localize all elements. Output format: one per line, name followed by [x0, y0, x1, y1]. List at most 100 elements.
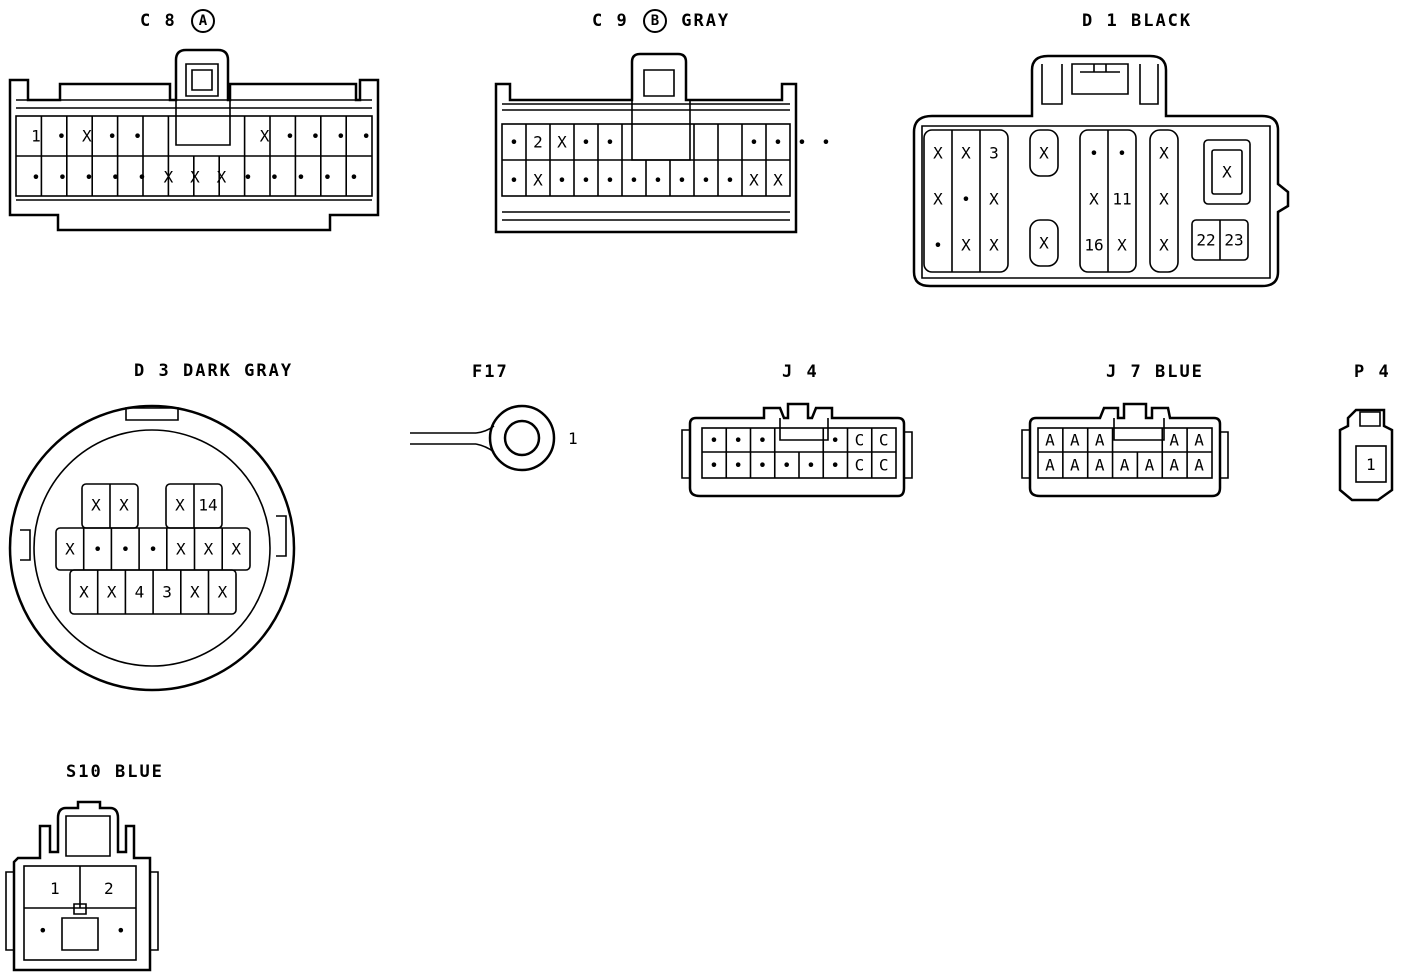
c8-r1-pin-13: •: [336, 127, 346, 146]
j4-r2-pin-4: •: [782, 456, 792, 475]
d1-left-pin-2: X: [961, 144, 971, 163]
c8-r1-pin-12: •: [311, 127, 321, 146]
d1-left-pin-8: X: [961, 236, 971, 255]
c8-r1-pin-5: •: [133, 127, 143, 146]
c9-r1-pin-1: •: [509, 133, 519, 152]
d3-r1-pin-4: 14: [198, 496, 217, 515]
c9-r1-pin-3: X: [557, 133, 567, 152]
s10-pin-dot-right: •: [116, 921, 126, 940]
j4-r1-pin-4: •: [830, 431, 840, 450]
d3-r3-pin-1: X: [79, 583, 89, 602]
connector-label-s10: S10 BLUE: [66, 762, 164, 782]
d1-left-pin-7: •: [933, 236, 943, 255]
c8-r1-pin-3: X: [82, 127, 92, 146]
c9-r1-pin-14: •: [821, 133, 831, 152]
j4-r2-pin-5: •: [806, 456, 816, 475]
d3-r1-pin-3: X: [175, 496, 185, 515]
j7-r2-pin-7: A: [1194, 456, 1204, 475]
s10-pin-dot-left: •: [38, 921, 48, 940]
d1-left-pin-1: X: [933, 144, 943, 163]
s10-pin-2: 2: [104, 879, 114, 898]
connector-label-d3: D 3 DARK GRAY: [134, 361, 294, 381]
d1-right-pin-3: X: [1089, 190, 1099, 209]
c9-r2-pin-7: •: [653, 171, 663, 190]
j7-r2-pin-2: A: [1070, 456, 1080, 475]
c9-r1-pin-13: •: [797, 133, 807, 152]
d3-r2-pin-7: X: [231, 540, 241, 559]
j7-r2-pin-1: A: [1045, 456, 1055, 475]
d3-r1-pin-2: X: [119, 496, 129, 515]
c8-r1-pin-2: •: [57, 127, 67, 146]
c9-r2-pin-2: X: [533, 171, 543, 190]
j7-r1-pin-5: A: [1194, 431, 1204, 450]
d1-left-pin-5: •: [961, 190, 971, 209]
j7-r1-pin-1: A: [1045, 431, 1055, 450]
c9-r2-pin-4: •: [581, 171, 591, 190]
d1-pin-23: 23: [1224, 231, 1243, 250]
d1-col-pin-1: X: [1159, 144, 1169, 163]
c9-r1-pin-4: •: [581, 133, 591, 152]
j7-r2-pin-5: A: [1145, 456, 1155, 475]
c9-r1-pin-5: •: [605, 133, 615, 152]
connector-label-j4: J 4: [782, 362, 819, 382]
c8-pin-row-1: 1•X••X••••: [31, 127, 371, 146]
d3-r3-pin-4: 3: [162, 583, 172, 602]
c8-r1-pin-4: •: [107, 127, 117, 146]
c9-r2-pin-11: X: [749, 171, 759, 190]
c8-r1-pin-10: X: [260, 127, 270, 146]
connector-mark-c9: B: [642, 9, 667, 33]
d1-mid-pin-2: X: [1039, 234, 1049, 253]
c8-r2-pin-5: •: [137, 168, 147, 187]
c9-r2-pin-1: •: [509, 171, 519, 190]
s10-pin-1: 1: [50, 879, 60, 898]
connector-s10: 1 2 • •: [5, 800, 159, 972]
j4-r1-pin-3: •: [758, 431, 768, 450]
d3-r2-pin-2: •: [93, 540, 103, 559]
d1-right-pin-4: 11: [1112, 190, 1131, 209]
d1-right-pin-1: •: [1089, 144, 1099, 163]
j7-r2-pin-6: A: [1169, 456, 1179, 475]
j4-r2-pin-1: •: [709, 456, 719, 475]
d1-pin-22: 22: [1196, 231, 1215, 250]
c8-r1-pin-14: •: [361, 127, 371, 146]
d3-r2-pin-3: •: [121, 540, 131, 559]
c8-r2-pin-6: X: [164, 168, 174, 187]
d3-r3-pin-3: 4: [135, 583, 145, 602]
c9-r2-pin-12: X: [773, 171, 783, 190]
j7-r2-pin-4: A: [1120, 456, 1130, 475]
connector-label-d1: D 1 BLACK: [1082, 11, 1193, 31]
d1-left-pin-6: X: [989, 190, 999, 209]
d1-mid-pin-1: X: [1039, 144, 1049, 163]
c8-r2-pin-13: •: [349, 168, 359, 187]
d1-col-pin-2: X: [1159, 190, 1169, 209]
d1-right-pin-5: 16: [1084, 236, 1103, 255]
c9-r1-pin-12: •: [773, 133, 783, 152]
j4-r1-pin-1: •: [709, 431, 719, 450]
j4-r2-pin-6: •: [830, 456, 840, 475]
d3-r2-pin-4: •: [148, 540, 158, 559]
p4-pin-1: 1: [1366, 455, 1376, 474]
c8-r2-pin-9: •: [243, 168, 253, 187]
connector-label-c8: C 8 A: [140, 9, 217, 33]
c8-r2-pin-12: •: [323, 168, 333, 187]
d1-right-pin-2: •: [1117, 144, 1127, 163]
c9-r2-pin-6: •: [629, 171, 639, 190]
d3-r3-pin-6: X: [218, 583, 228, 602]
connector-mark-c8: A: [190, 9, 215, 33]
d3-r2-pin-6: X: [204, 540, 214, 559]
c8-r2-pin-10: •: [270, 168, 280, 187]
c8-r2-pin-11: •: [296, 168, 306, 187]
c8-r2-pin-8: X: [217, 168, 227, 187]
c8-r2-pin-2: •: [58, 168, 68, 187]
c8-r2-pin-3: •: [84, 168, 94, 187]
